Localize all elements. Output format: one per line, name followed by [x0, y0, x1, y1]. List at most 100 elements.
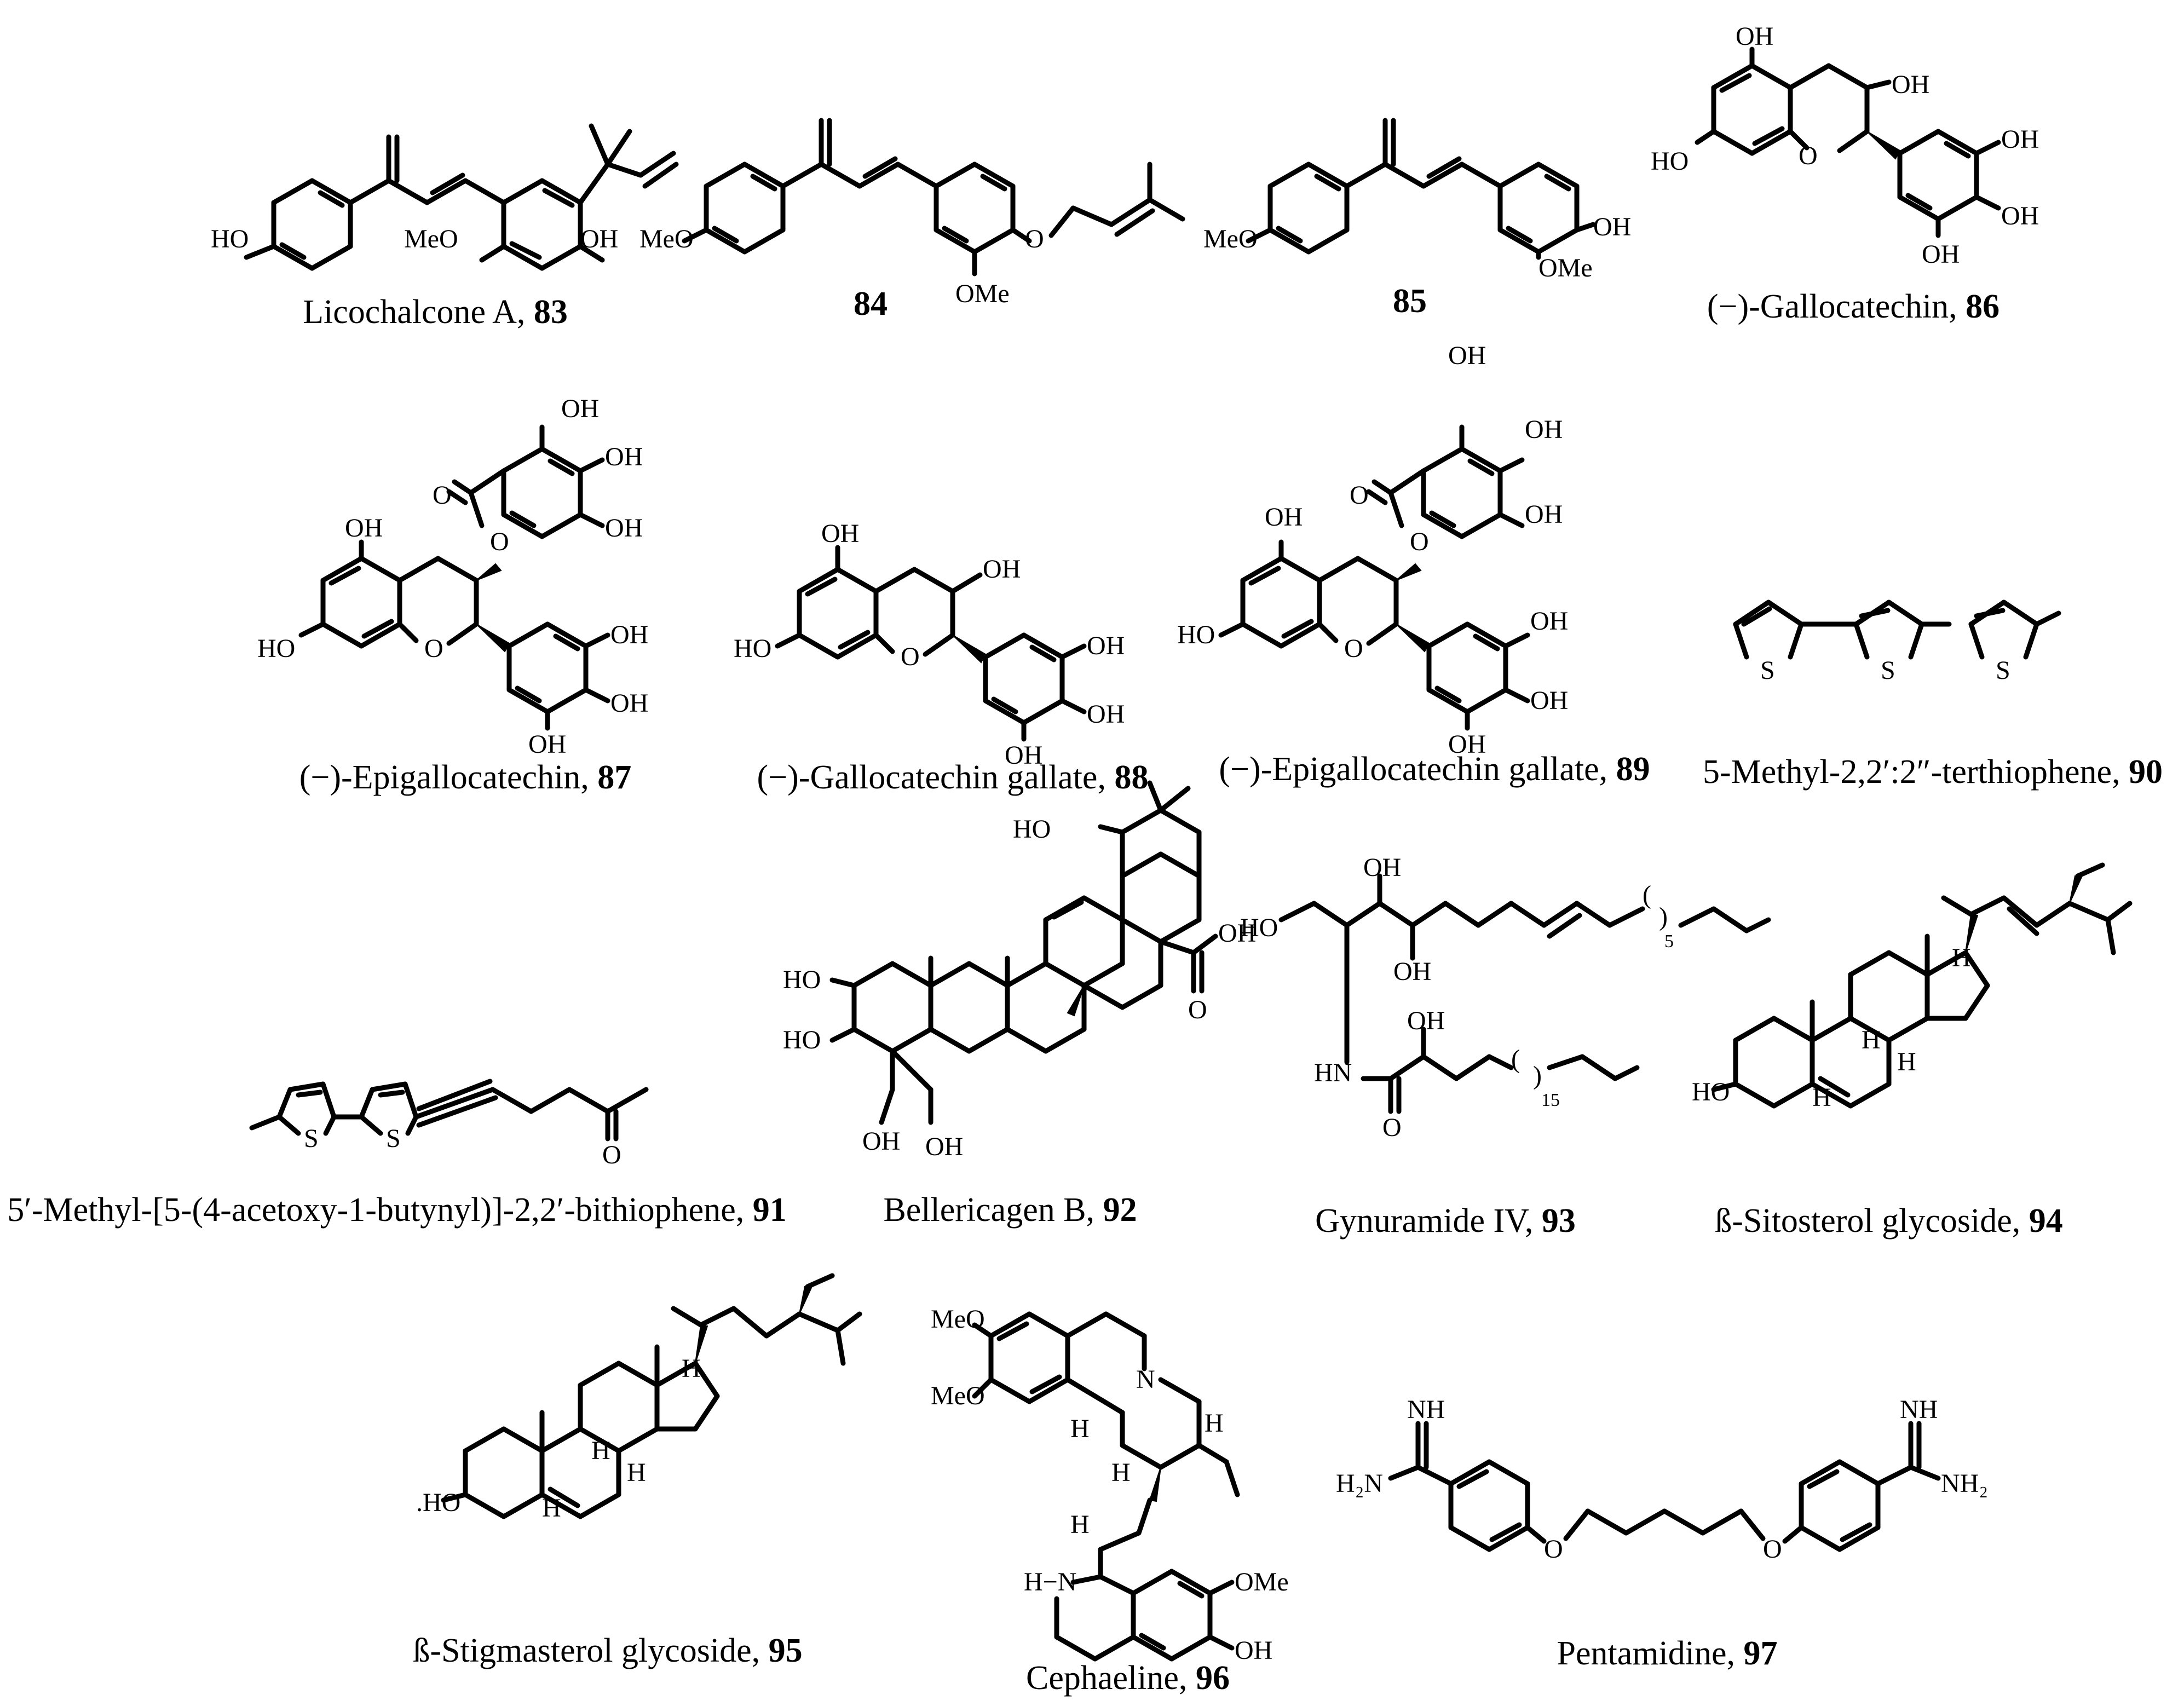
- atom-label: OH: [925, 1132, 963, 1161]
- structure-licochalcone-a: HO MeO OH: [211, 123, 679, 271]
- atom-label: OH: [528, 730, 566, 759]
- atom-label: O: [1188, 995, 1207, 1024]
- atom-label: OH: [1265, 503, 1303, 532]
- atom-label: OH: [610, 620, 648, 649]
- atom-label: O: [1025, 224, 1044, 253]
- atom-label: NH: [1900, 1395, 1938, 1424]
- compound-name: 5-Methyl-2,2′:2″-terthiophene,: [1702, 753, 2120, 791]
- compound-name: (−)-Gallocatechin,: [1707, 288, 1966, 325]
- structure-gallocatechin: OH OH HO O OH OH OH: [1651, 22, 2039, 269]
- atom-label: HO: [1240, 913, 1278, 942]
- caption-84: 84: [854, 285, 888, 324]
- structure-gynuramide-iv: ( ) ( ) OH HO OH 5 HN OH O 15: [1240, 853, 1771, 1142]
- atom-label: OH: [1393, 957, 1431, 986]
- structure-stigmasterol: H H H H .HO: [416, 1273, 862, 1523]
- atom-label: H: [1897, 1047, 1916, 1076]
- structure-85: MeO OH OMe: [1203, 118, 1631, 283]
- atom-label: O: [433, 481, 452, 510]
- compound-name: ß-Sitosterol glycoside,: [1715, 1202, 2029, 1240]
- atom-label: O: [1344, 634, 1363, 663]
- atom-label: OH: [1525, 500, 1563, 529]
- compound-name: Pentamidine,: [1557, 1635, 1744, 1672]
- compound-number: 93: [1541, 1202, 1576, 1240]
- compound-number: 94: [2029, 1202, 2063, 1240]
- compound-name: Licochalcone A,: [303, 293, 534, 331]
- caption-97: Pentamidine, 97: [1557, 1634, 1778, 1673]
- atom-label: H: [1862, 1025, 1881, 1054]
- atom-label: O: [1350, 481, 1369, 510]
- structure-terthiophene: S S S: [1733, 600, 2061, 685]
- atom-label: H: [1070, 1510, 1090, 1539]
- atom-label: MeO: [1203, 224, 1258, 253]
- atom-label: OH: [2001, 201, 2039, 230]
- compound-number: 97: [1743, 1635, 1778, 1672]
- atom-label: (: [1643, 880, 1651, 909]
- atom-label: (: [1511, 1045, 1520, 1074]
- atom-label: O: [490, 527, 509, 556]
- atom-label: OH: [821, 519, 859, 548]
- atom-label: OH: [605, 514, 643, 543]
- atom-label: OH: [1530, 686, 1568, 715]
- atom-label: OH: [1448, 730, 1486, 759]
- atom-label: OH: [862, 1127, 900, 1156]
- caption-92: Bellericagen B, 92: [883, 1191, 1137, 1230]
- atom-label: O: [1410, 527, 1429, 556]
- atom-label: HN: [1314, 1058, 1352, 1087]
- atom-label: MeO: [404, 224, 458, 253]
- atom-label: OH: [610, 689, 648, 718]
- atom-label: N: [1136, 1365, 1155, 1394]
- compound-number: 91: [744, 1191, 787, 1229]
- compound-name: ß-Stigmasterol glycoside,: [413, 1632, 769, 1669]
- atom-label: O: [901, 642, 920, 671]
- atom-label: OH: [1448, 341, 1486, 370]
- atom-label: OH: [1218, 919, 1256, 948]
- caption-95: ß-Stigmasterol glycoside, 95: [413, 1632, 802, 1670]
- atom-label: H: [627, 1458, 646, 1487]
- compound-name: Gynuramide IV,: [1315, 1202, 1542, 1240]
- atom-label: HO: [1692, 1077, 1730, 1106]
- atom-label: OMe: [1538, 253, 1593, 283]
- structure-pentamidine: NH H₂N O O NH NH₂: [1336, 1395, 1988, 1564]
- atom-label: H: [1812, 1083, 1831, 1112]
- compound-name: Cephaeline,: [1026, 1659, 1196, 1697]
- atom-label: OH: [345, 514, 383, 543]
- atom-label: HO: [1013, 815, 1051, 844]
- atom-label: S: [1881, 656, 1895, 685]
- atom-label: H: [1952, 943, 1971, 972]
- atom-label: O: [1382, 1113, 1402, 1142]
- atom-label: O: [602, 1140, 621, 1169]
- atom-label: H: [591, 1436, 610, 1465]
- atom-label: HO: [1651, 147, 1689, 176]
- caption-85: 85: [1393, 282, 1427, 321]
- atom-label: OH: [1892, 70, 1929, 99]
- atom-label: HO: [734, 634, 771, 663]
- compound-name: Bellericagen B,: [883, 1191, 1103, 1229]
- structure-cephaeline: MeO MeO N H H H H H−N OMe OH: [931, 1305, 1289, 1665]
- compound-number: 95: [768, 1632, 803, 1669]
- atom-label: OH: [1235, 1636, 1272, 1665]
- atom-label: HO: [1177, 620, 1215, 649]
- atom-label: OH: [1593, 212, 1631, 241]
- compound-number: 84: [854, 285, 888, 322]
- caption-89: (−)-Epigallocatechin gallate, 89: [1219, 750, 1650, 789]
- compound-number: 92: [1103, 1191, 1137, 1229]
- atom-label: H: [1205, 1409, 1224, 1438]
- atom-label: OH: [1922, 240, 1960, 269]
- atom-label: OH: [561, 394, 599, 423]
- atom-label: S: [1760, 656, 1775, 685]
- compound-number: 89: [1607, 751, 1650, 788]
- atom-label: OH: [983, 555, 1021, 584]
- atom-label: MeO: [931, 1381, 985, 1410]
- atom-label: H−N: [1024, 1567, 1076, 1597]
- compound-number: 90: [2120, 753, 2163, 791]
- structure-epigallocatechin: OH OH OH O O OH HO O OH OH OH: [257, 394, 648, 759]
- compound-number: 85: [1393, 283, 1427, 320]
- atom-label: OH: [1005, 741, 1042, 770]
- structure-84: MeO OMe O: [639, 118, 1185, 308]
- caption-96: Cephaeline, 96: [1026, 1659, 1230, 1698]
- atom-label: OH: [1363, 853, 1401, 882]
- atom-label: O: [424, 634, 443, 663]
- caption-94: ß-Sitosterol glycoside, 94: [1715, 1202, 2062, 1241]
- atom-label: S: [386, 1124, 401, 1153]
- atom-label: O: [1763, 1535, 1782, 1564]
